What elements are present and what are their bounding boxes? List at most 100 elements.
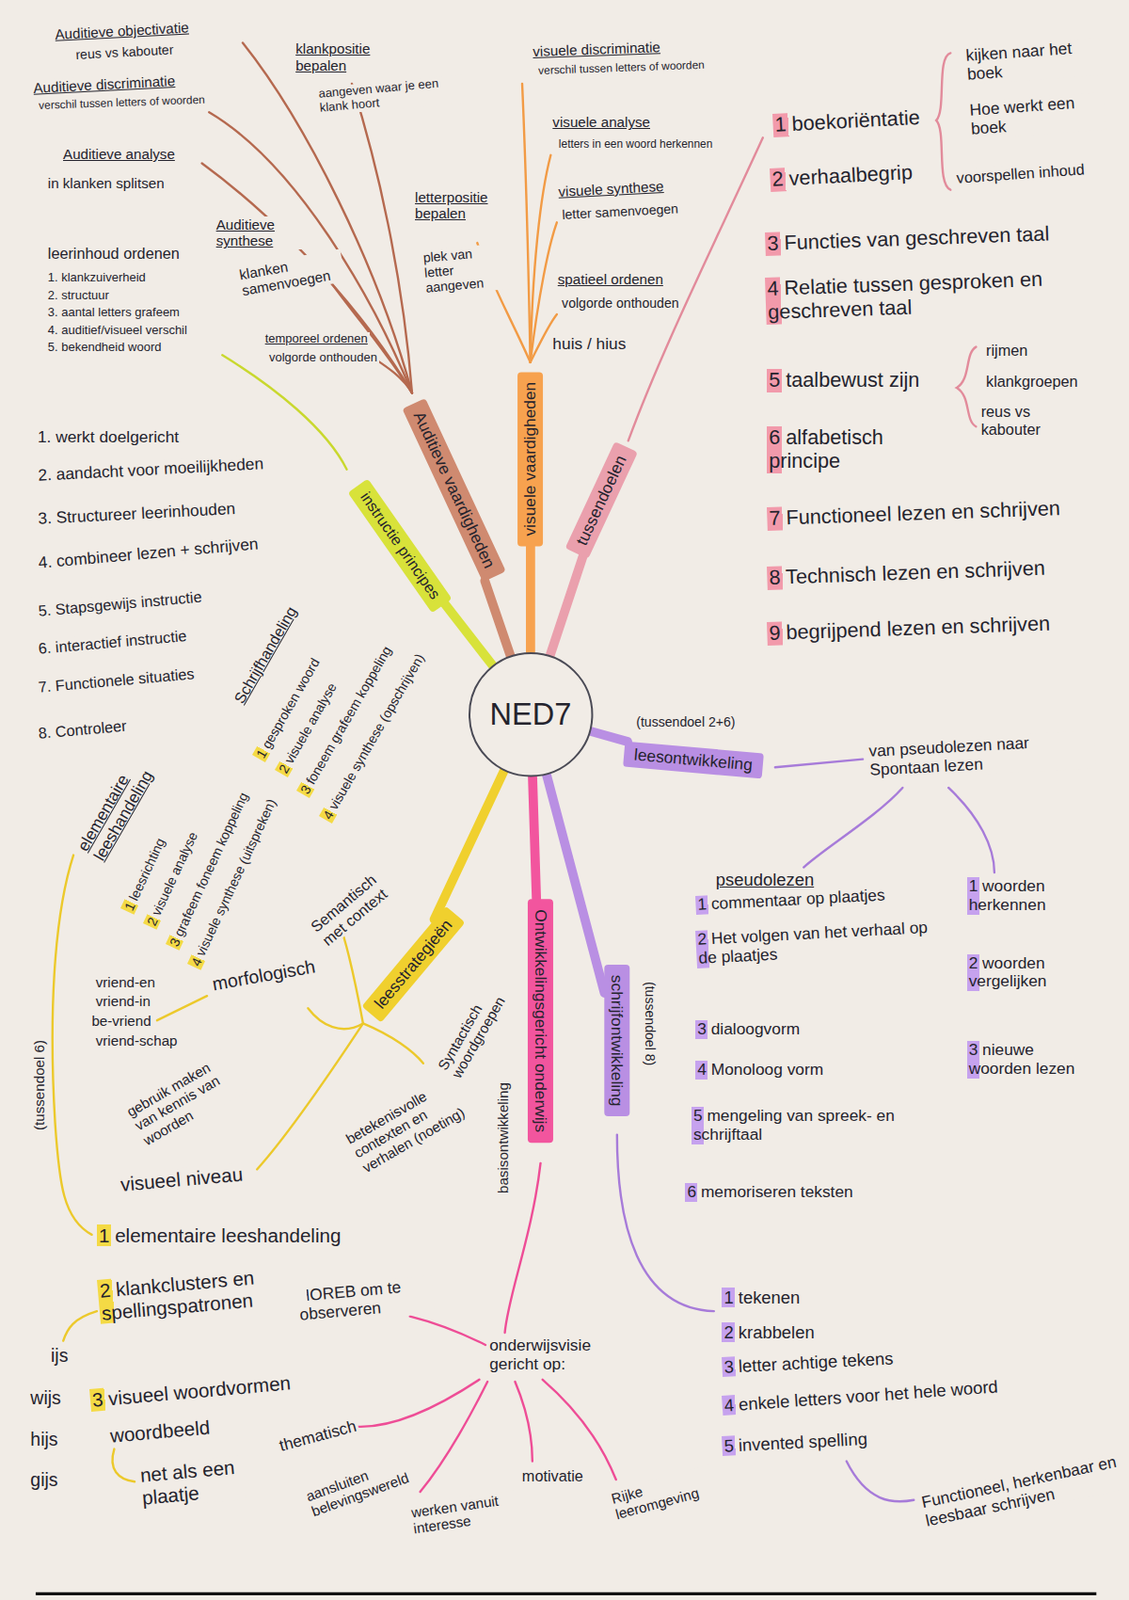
- branch-title: Auditieve vaardigheden: [409, 408, 499, 572]
- map-label: 4. combineer lezen + schrijven: [35, 534, 261, 573]
- map-label: visuele analyse: [550, 113, 652, 130]
- map-label: werken vanuit interesse: [408, 1488, 528, 1538]
- map-label: in klanken splitsen: [46, 174, 167, 191]
- branch-title: visuele vaardigheden: [520, 381, 541, 537]
- map-label: 2. aandacht voor moeilijkheden: [35, 455, 267, 487]
- map-label: onderwijsvisie gericht op:: [487, 1335, 614, 1374]
- map-label: vriend-en: [94, 973, 158, 990]
- map-label: plek van letter aangeven: [420, 242, 510, 296]
- map-label: be-vriend: [89, 1012, 153, 1029]
- map-label: woordbeeld: [107, 1415, 213, 1448]
- map-label: hijs: [28, 1428, 60, 1449]
- map-label: 3. aantal letters grafeem: [46, 305, 182, 320]
- branch-band: tussendoelen: [565, 441, 638, 559]
- map-label: 2 klankclusters en spellingspatronen: [96, 1261, 308, 1324]
- branch-title: Ontwikkelingsgericht onderwijs: [530, 908, 551, 1132]
- map-label: 2 krabbelen: [721, 1321, 816, 1342]
- map-label: 3 nieuwe woorden lezen: [967, 1040, 1079, 1079]
- leader-line: [354, 1379, 479, 1427]
- branch-band: Ontwikkelingsgericht onderwijs: [527, 898, 554, 1143]
- map-label: 1. klankzuiverheid: [46, 270, 148, 286]
- branch-connector: [484, 580, 510, 656]
- map-label: 3 letter achtige tekens: [721, 1347, 896, 1377]
- map-label: 4 enkele letters voor het hele woord: [721, 1375, 1001, 1416]
- map-label: klankgroepen: [984, 372, 1081, 391]
- map-label: betekenisvolle contexten en verhalen (no…: [341, 1065, 485, 1177]
- page-rule: [35, 1591, 1097, 1595]
- map-label: thematisch: [275, 1416, 361, 1457]
- branch-title: leesontwikkeling: [633, 745, 754, 776]
- branch-title: tussendoelen: [572, 451, 631, 548]
- branch-title: leesstrategieën: [369, 915, 456, 1013]
- center-title: NED7: [490, 696, 573, 733]
- map-label: aansluiten belevingswereld: [302, 1448, 423, 1520]
- map-label: 5. bekendheid woord: [46, 340, 164, 355]
- map-label: klankpositie bepalen: [293, 40, 399, 74]
- instruction-lines: [222, 354, 347, 469]
- map-label: 8 Technisch lezen en schrijven: [766, 556, 1048, 589]
- branch-connector: [550, 556, 584, 655]
- branch-connector: [525, 545, 536, 652]
- map-label: klanken samenvoegen: [236, 248, 347, 300]
- leader-line: [375, 359, 413, 394]
- leader-line: [420, 1381, 489, 1492]
- brace: [956, 347, 977, 428]
- map-label: 7 Functioneel lezen en schrijven: [766, 496, 1063, 531]
- leader-line: [363, 1022, 424, 1063]
- leader-line: [63, 1310, 97, 1340]
- map-label: Hoe werkt een boek: [967, 92, 1106, 140]
- map-label: 4 Monoloog vorm: [695, 1060, 826, 1080]
- map-label: 2 Het volgen van het verhaal op de plaat…: [695, 917, 936, 968]
- map-label: letter samenvoegen: [559, 200, 681, 223]
- map-label: Auditieve discriminatie: [31, 71, 177, 96]
- center-circle: NED7: [467, 651, 594, 778]
- map-label: (tussendoel 2+6): [634, 714, 737, 730]
- map-label: 1 boekoriëntatie: [772, 106, 923, 138]
- map-label: temporeel ordenen: [263, 332, 370, 347]
- map-label: visuele synthese: [556, 177, 667, 200]
- map-label: 4. auditief/visueel verschil: [46, 323, 190, 338]
- map-label: 5 mengeling van spreek- en schrijftaal: [691, 1106, 915, 1145]
- map-label: Semantisch met context: [305, 861, 402, 951]
- map-label: rijmen: [984, 341, 1030, 360]
- map-label: van pseudolezen naar Spontaan lezen: [866, 730, 1097, 780]
- map-label: 4 Relatie tussen gesproken en geschreven…: [764, 265, 1107, 324]
- map-label: Functioneel, herkenbaar en leesbaar schr…: [918, 1450, 1129, 1531]
- branch-connector: [546, 774, 605, 993]
- map-label: morfologisch: [208, 954, 319, 995]
- map-label: 1 woorden herkennen: [967, 876, 1083, 915]
- circle-outline: [469, 652, 592, 776]
- branch-title: schrijfontwikkeling: [607, 974, 628, 1107]
- map-label: reus vs kabouter: [979, 402, 1096, 438]
- leader-line: [514, 1381, 532, 1462]
- leader-line: [803, 787, 903, 868]
- map-label: Auditieve synthese: [214, 216, 311, 250]
- branch-title: instructie principes: [355, 488, 444, 603]
- leader-line: [112, 1448, 136, 1482]
- map-label: Rijke leeromgeving: [607, 1463, 719, 1524]
- leader-line: [307, 1007, 364, 1029]
- map-label: visuele discriminatie: [530, 38, 663, 60]
- branch-connector: [434, 770, 505, 920]
- map-label: 3 Functies van geschreven taal: [764, 222, 1052, 257]
- leader-line: [222, 354, 347, 469]
- map-label: motivatie: [520, 1466, 586, 1485]
- branch-connector: [445, 604, 493, 666]
- map-label: 1 tekenen: [721, 1287, 802, 1307]
- branch-band: leesontwikkeling: [622, 741, 764, 780]
- map-label: 9 begrijpend lezen en schrijven: [766, 612, 1052, 646]
- map-label: 6 alfabetisch principe: [766, 426, 924, 474]
- map-label: 6 memoriseren teksten: [684, 1182, 855, 1202]
- map-label: 3. Structureer leerinhouden: [35, 499, 239, 529]
- map-label: 2. structuur: [46, 288, 112, 303]
- map-label: HOREB om te observeren: [295, 1274, 435, 1324]
- map-label: gebruik maken van kennis van woorden: [122, 1049, 248, 1150]
- map-label: 1. werkt doelgericht: [35, 428, 181, 447]
- map-label: letters in een woord herkennen: [556, 138, 715, 152]
- branch-band: instructie principes: [348, 477, 453, 613]
- map-label: 3 dialoogvorm: [695, 1019, 802, 1039]
- map-label: huis / hius: [550, 334, 628, 354]
- branch-band: schrijfontwikkeling: [604, 964, 630, 1116]
- map-label: voorspellen inhoud: [954, 159, 1087, 187]
- brace: [936, 52, 951, 190]
